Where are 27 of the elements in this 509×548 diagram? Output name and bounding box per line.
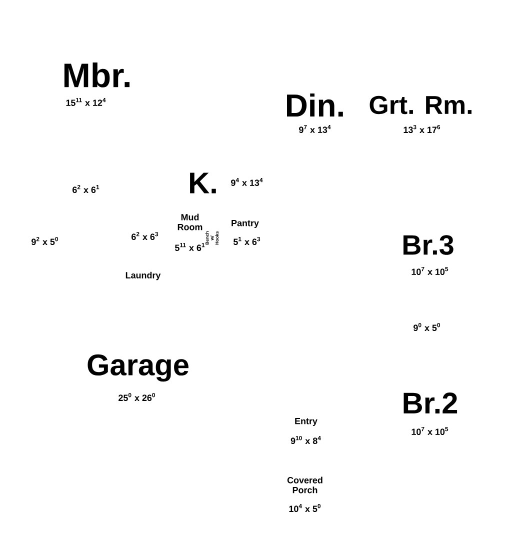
dimension-label: 13$^{3}$ x 17$^{6}$ — [404, 124, 440, 134]
room-name: Din. — [287, 93, 343, 117]
room-name: Covered Porch — [287, 476, 322, 494]
dimension-label: 10$^{4}$ x 5$^{0}$ — [289, 504, 321, 512]
dimension-label: 5$^{11}$ x 6$^{1}$ — [175, 243, 205, 251]
dimension-label: 9$^{10}$ x 8$^{4}$ — [290, 436, 321, 444]
dimension-label: 9$^{2}$ x 5$^{0}$ — [32, 236, 58, 246]
room-name: Laundry — [126, 272, 161, 280]
dimension-label: 5$^{1}$ x 6$^{3}$ — [233, 236, 260, 246]
dimension-label: 9$^{4}$ x 13$^{4}$ — [231, 178, 263, 186]
room-name: Br.3 — [404, 235, 454, 255]
room-name: Mud Room — [178, 214, 202, 230]
room-name: Entry — [295, 418, 318, 426]
room-name: Pantry — [232, 220, 259, 228]
dimension-label: 25$^{0}$ x 26$^{0}$ — [118, 392, 156, 402]
dimension-label: 9$^{0}$ x 5$^{0}$ — [414, 322, 440, 332]
room-name: Garage — [88, 354, 188, 382]
dimension-label: 10$^{7}$ x 10$^{5}$ — [412, 267, 448, 275]
room-name: Mbr. — [64, 62, 130, 88]
dimension-label: 15$^{11}$ x 12$^{4}$ — [66, 98, 106, 106]
dimension-label: 9$^{7}$ x 13$^{4}$ — [299, 125, 331, 133]
room-name: Br.2 — [404, 392, 458, 414]
dimension-label: 6$^{2}$ x 6$^{1}$ — [72, 184, 100, 194]
dimension-label: 10$^{7}$ x 10$^{5}$ — [412, 427, 448, 435]
room-name: K. — [190, 172, 216, 194]
room-name: Grt. Rm. — [370, 96, 472, 114]
dimension-label: 6$^{2}$ x 6$^{3}$ — [132, 232, 158, 240]
